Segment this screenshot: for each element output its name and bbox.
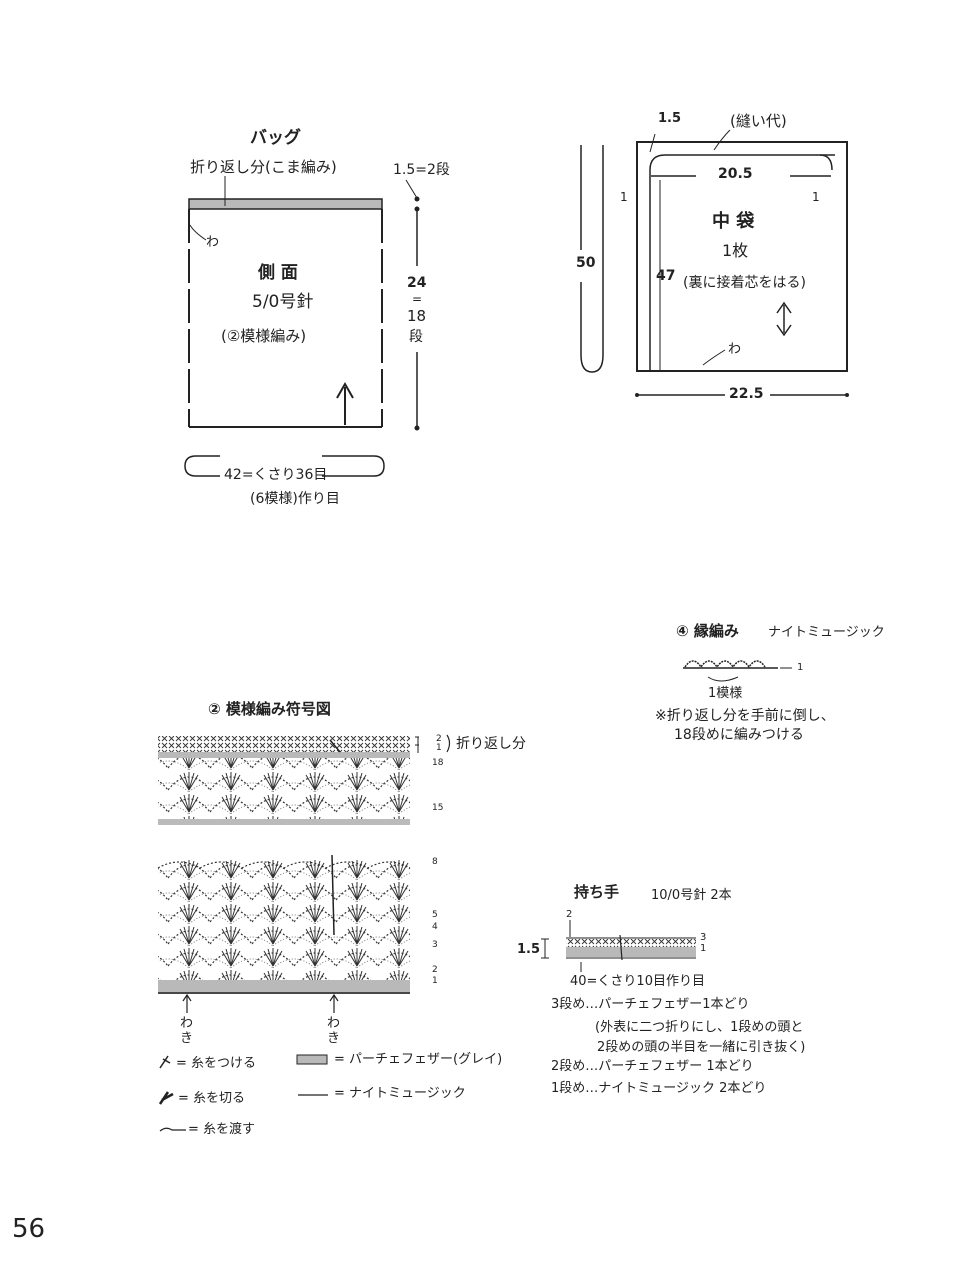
handle-note1: (外表に二つ折りにし、1段めの頭と [595, 1020, 804, 1035]
edge-note-line2: 18段めに編みつける [674, 727, 804, 743]
inner-count: 1枚 [722, 241, 749, 260]
inner-bottom-width: 22.5 [729, 386, 764, 402]
bag-title: バッグ [250, 128, 301, 148]
edge-title: ④ 縁編み [676, 622, 739, 640]
inner-outer-height: 50 [576, 255, 596, 271]
bag-fold-dim: 1.5=2段 [393, 162, 450, 178]
bag-height-rows: 18 [407, 307, 427, 325]
legend-night-yarn: = ナイトミュージック [334, 1086, 466, 1101]
legend-symbols [158, 1054, 328, 1132]
bag-pattern: (②模様編み) [221, 327, 307, 345]
handle-diagram [541, 920, 696, 972]
chart-row-2-top: 2 [436, 734, 442, 744]
handle-row-3: 3 [700, 932, 707, 943]
inner-seam-label: (縫い代) [730, 112, 787, 130]
legend-gray-yarn: = パーチェフェザー(グレイ) [334, 1052, 503, 1067]
inner-title: 中 袋 [712, 211, 755, 232]
legend-carry: = 糸を渡す [188, 1122, 256, 1137]
handle-note2: 2段めの頭の半目を一緒に引き抜く) [597, 1040, 806, 1055]
bag-height-cm: 24 [407, 275, 427, 291]
edge-note-line1: ※折り返し分を手前に倒し、 [655, 708, 835, 724]
bag-wa-label: わ [206, 235, 220, 250]
legend-cut: = 糸を切る [178, 1091, 246, 1106]
inner-wa-label: わ [728, 342, 742, 357]
handle-needle: 10/0号針 2本 [651, 888, 732, 903]
inner-side-seam-left: 1 [620, 190, 628, 204]
inner-side-seam-right: 1 [812, 190, 820, 204]
handle-row-top: 2 [566, 909, 573, 920]
bag-needle: 5/0号針 [252, 292, 314, 312]
bag-base-dim: 42=くさり36目 [224, 467, 328, 483]
handle-row2-text: 2段め…パーチェフェザー 1本どり [551, 1059, 754, 1074]
chart-row-15: 15 [432, 803, 444, 813]
bag-side-panel [184, 176, 420, 477]
chart-waki-right: わき [327, 1016, 341, 1046]
inner-top-width: 20.5 [718, 166, 753, 182]
page-number: 56 [12, 1214, 46, 1244]
edge-repeat-label: 1模様 [708, 686, 743, 701]
chart-row-5: 5 [432, 910, 438, 920]
chart-row-18: 18 [432, 758, 444, 768]
chart-row-8: 8 [432, 857, 438, 867]
handle-height: 1.5 [517, 942, 541, 957]
bag-base-note: (6模様)作り目 [250, 491, 340, 507]
inner-bag-panel [580, 129, 849, 397]
chart-row-1-top: 1 [436, 743, 442, 753]
handle-chain: 40=くさり10目作り目 [570, 974, 705, 989]
edge-row-label: 1 [797, 662, 804, 673]
pattern-chart-top-block [158, 734, 451, 825]
legend-attach: = 糸をつける [176, 1056, 257, 1071]
bag-fold-label: 折り返し分(こま編み) [190, 158, 337, 176]
chart-row-1: 1 [432, 976, 438, 986]
edge-stitch-chart [683, 660, 792, 682]
chart-title: ② 模様編み符号図 [208, 700, 331, 718]
chart-row-3: 3 [432, 940, 438, 950]
bag-height-eq: = [412, 292, 423, 306]
inner-height: 47 [656, 268, 676, 284]
bag-side-title: 側 面 [258, 263, 298, 283]
chart-row-4: 4 [432, 922, 438, 932]
handle-row1-text: 1段め…ナイトミュージック 2本どり [551, 1081, 767, 1096]
handle-title: 持ち手 [574, 883, 620, 901]
inner-note: (裏に接着芯をはる) [683, 275, 806, 291]
pattern-chart-bottom-block [157, 854, 411, 1013]
chart-row-2: 2 [432, 965, 438, 975]
chart-fold-label: 折り返し分 [456, 736, 526, 752]
handle-row-1: 1 [700, 943, 707, 954]
inner-seam-dim: 1.5 [658, 111, 682, 126]
handle-row3-text: 3段め…パーチェフェザー1本どり [551, 997, 750, 1012]
chart-waki-left: わき [180, 1016, 194, 1046]
edge-yarn: ナイトミュージック [768, 625, 885, 640]
bag-height-unit: 段 [409, 329, 423, 345]
